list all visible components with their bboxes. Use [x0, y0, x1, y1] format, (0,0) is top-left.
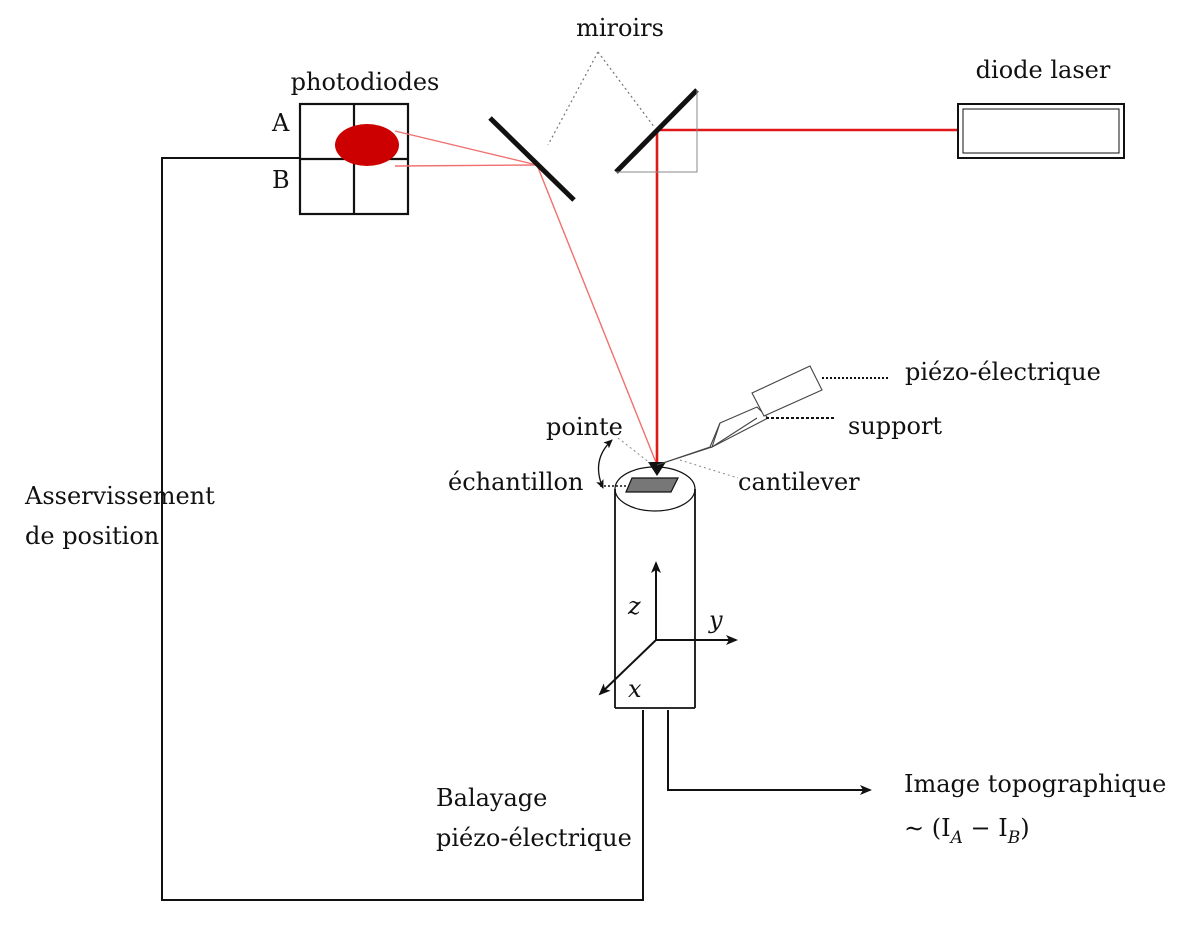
label-balayage-1: Balayage	[436, 784, 547, 812]
laser-diode-box	[957, 103, 1125, 159]
label-photodiodes: photodiodes	[291, 68, 440, 96]
sample	[625, 477, 679, 493]
pointe-leader	[617, 437, 651, 464]
label-piezo-electrique: piézo-électrique	[905, 358, 1101, 386]
incident-beam	[655, 128, 958, 462]
label-balayage-2: piézo-électrique	[436, 824, 632, 852]
label-diode-laser: diode laser	[976, 56, 1111, 84]
mirror-right	[614, 88, 699, 174]
axis-label-z: z	[627, 592, 641, 620]
cantilever	[656, 406, 769, 466]
tip-distance-arrow	[596, 439, 613, 489]
label-echantillon: échantillon	[448, 468, 583, 496]
feedback-wire	[161, 157, 644, 901]
axis-label-x: x	[628, 675, 642, 703]
axis-label-y: y	[708, 606, 723, 634]
axes	[598, 561, 738, 696]
label-quadrant-b: B	[272, 166, 290, 194]
label-support: support	[848, 412, 942, 440]
piezo-cylinder	[614, 466, 696, 709]
label-miroirs: miroirs	[576, 14, 664, 42]
mirror-leaders	[547, 51, 656, 146]
mirror-left	[488, 116, 576, 202]
label-image-topographique: Image topographique	[904, 770, 1166, 798]
label-asservissement-1: Asservissement	[24, 482, 215, 510]
label-pointe: pointe	[546, 413, 623, 441]
beam-arrowhead	[648, 462, 666, 476]
label-asservissement-2: de position	[25, 522, 159, 550]
label-image-formula: ∼ (IA − IB)	[904, 814, 1030, 848]
label-quadrant-a: A	[271, 109, 290, 137]
output-wire	[667, 710, 872, 795]
label-cantilever: cantilever	[738, 468, 860, 496]
reflected-beam	[394, 130, 658, 466]
piezo-element	[751, 365, 823, 417]
laser-spot	[335, 124, 399, 166]
cantilever-leader	[679, 459, 739, 479]
mirror-angle-guide	[616, 90, 698, 173]
